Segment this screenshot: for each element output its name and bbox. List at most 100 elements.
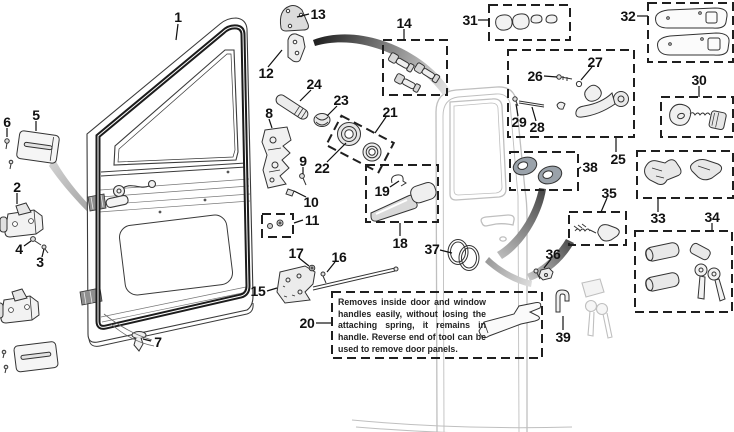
box-33 [636,150,734,199]
screw-26 [556,74,573,81]
callout-24: 24 [306,76,322,92]
weatherstrip-seal [95,24,251,330]
cab-silhouette [351,86,613,432]
door-outline [86,17,254,343]
callout-28: 28 [529,119,545,135]
callout-8: 8 [265,105,273,121]
callout-12: 12 [258,65,274,81]
lock-set-kit-34 [645,242,726,302]
rollers-21-22 [337,122,382,162]
callout-6: 6 [3,114,11,130]
upper-hinge-2 [0,202,44,238]
callout-30: 30 [691,72,707,88]
box-30 [660,96,734,138]
top-parts [261,5,382,229]
callout-36: 36 [545,246,561,262]
callout-1: 1 [174,9,182,25]
armrest-kit-32 [655,7,730,56]
map-pocket [119,214,233,296]
callout-4: 4 [15,241,23,257]
screw-9 [299,173,307,186]
striker-36 [533,267,554,281]
lock-cylinder-kit-30 [669,103,727,131]
escutcheon-kit-38 [512,156,563,185]
callout-27: 27 [587,54,603,70]
small-parts-11 [267,219,284,229]
grommet-17 [308,264,316,272]
pivot-pin-24 [275,94,309,120]
callout-29: 29 [511,114,527,130]
box-18 [365,164,439,223]
screw-4 [30,236,42,246]
spring-screw-kit-35 [573,223,620,242]
middle-parts [276,174,570,313]
box-25 [507,49,635,138]
clip-leader-curves [103,313,155,347]
callout-5: 5 [32,107,40,123]
callout-13: 13 [310,6,326,22]
regulator-rod [312,266,399,291]
callout-11: 11 [304,212,320,228]
spring-clip-19 [391,174,407,187]
retainer-rings-37 [447,239,480,271]
hinge-plate-13 [279,5,309,32]
ribbon-hinge-to-cab [313,34,450,95]
outside-handle-18 [370,182,437,222]
small-bumper [556,101,566,110]
callout-25: 25 [610,151,626,167]
callout-20: 20 [299,315,315,331]
callout-23: 23 [333,92,349,108]
callout-21: 21 [382,104,398,120]
inside-handle-lever [575,91,629,118]
keys [694,263,726,302]
spring-23 [313,113,331,127]
callout-35: 35 [601,185,617,201]
callout-37: 37 [424,241,440,257]
clip-39 [555,289,570,313]
screw-6 [4,138,10,150]
clip-10 [285,188,295,197]
callout-17: 17 [288,245,304,261]
box-38 [509,151,579,191]
callout-14: 14 [396,15,412,31]
screw-29 [512,96,519,107]
callout-31: 31 [462,12,478,28]
callout-3: 3 [36,254,44,270]
callout-39: 39 [555,329,571,345]
panel-ribs [98,178,251,323]
callout-19: 19 [374,183,390,199]
box-32 [647,2,734,63]
lock-parts-kit-33 [644,159,723,185]
sill-plate [1,341,59,374]
bumper-kit-31 [495,13,558,31]
kit-boxes [261,2,734,359]
callout-7: 7 [154,334,162,350]
inside-handle-on-door [105,194,129,208]
box-11 [261,213,294,238]
hinge-bracket-12 [287,33,306,63]
callout-10: 10 [303,194,319,210]
lower-hinge [0,288,40,324]
box-35 [568,211,627,246]
ghost-lock-and-keys [581,278,613,339]
leader-lines [6,13,713,342]
box-31 [488,4,571,41]
callout-18: 18 [392,235,408,251]
callout-15: 15 [250,283,266,299]
ribbon-rings-to-door [485,257,532,287]
pin-28 [518,100,545,108]
box-34 [634,230,733,313]
handle-escutcheon [584,84,602,102]
beltline [100,162,247,177]
regulator-bracket-15 [276,265,316,304]
ghost-door-handle [480,214,515,242]
callout-33: 33 [650,210,666,226]
callout-2: 2 [13,179,21,195]
screw-16 [320,271,327,284]
box-14 [382,39,448,96]
box-21-22 [324,114,396,174]
left-parts [0,130,155,374]
callout-32: 32 [620,8,636,24]
